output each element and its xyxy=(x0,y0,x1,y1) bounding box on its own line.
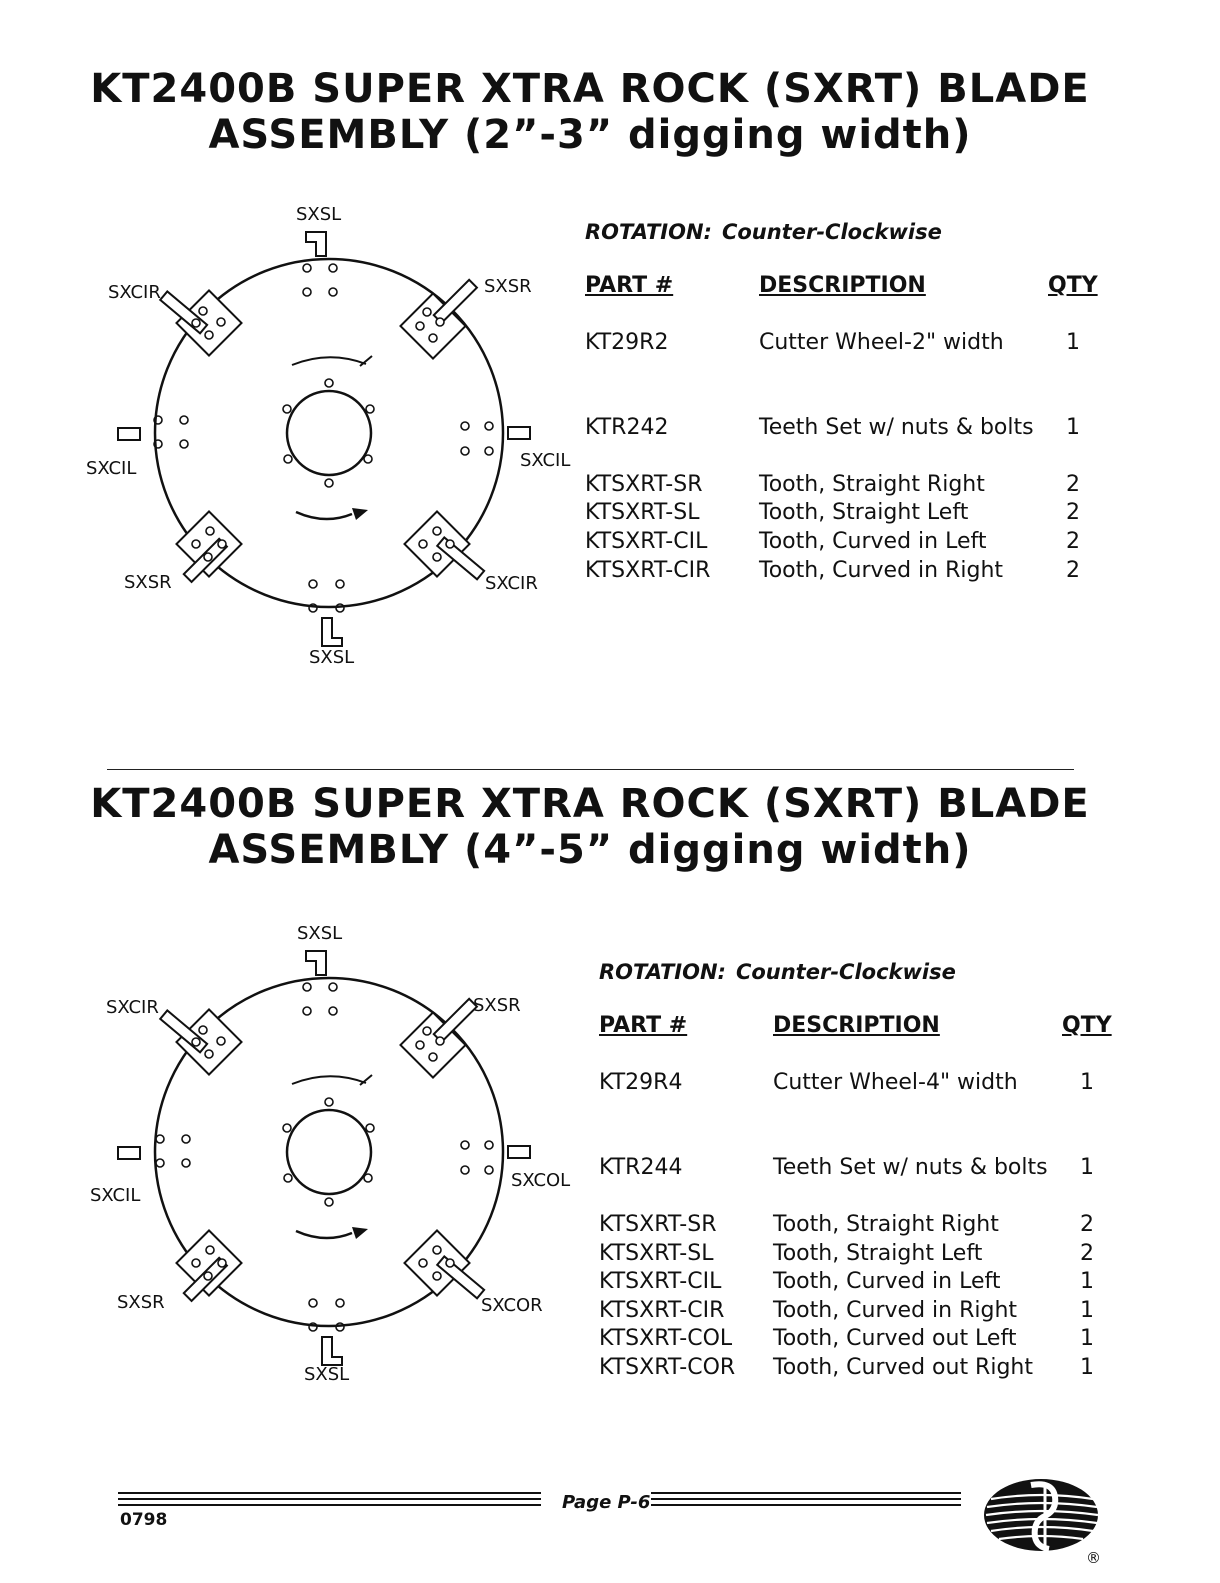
footer-rule-right-top xyxy=(651,1492,961,1494)
section2-label-top-left: SXCIR xyxy=(106,997,159,1018)
table-row-part: KTSXRT-SR xyxy=(585,472,703,497)
table-row-qty: 1 xyxy=(1080,1298,1094,1323)
section2-title: KT2400B SUPER XTRA ROCK (SXRT) BLADE ASS… xyxy=(0,781,1180,873)
section1-title: KT2400B SUPER XTRA ROCK (SXRT) BLADE ASS… xyxy=(0,66,1180,158)
footer-rule-left-bottom xyxy=(118,1504,541,1506)
table-row-description: Tooth, Curved in Right xyxy=(773,1298,1018,1323)
section2-label-right: SXCOL xyxy=(511,1170,570,1191)
table-row-part: KT29R4 xyxy=(599,1070,683,1095)
footer-rule-left-mid xyxy=(118,1498,541,1500)
table-row-qty: 1 xyxy=(1080,1269,1094,1294)
table-row-part: KTSXRT-CIR xyxy=(585,558,711,583)
section2-header-qty: QTY xyxy=(1062,1013,1112,1038)
page-number: Page P-6 xyxy=(562,1492,651,1513)
section2-rotation: ROTATION: Counter-Clockwise xyxy=(599,960,966,984)
table-row-part: KTSXRT-CIL xyxy=(599,1269,722,1294)
footer-rule-left-top xyxy=(118,1492,541,1494)
table-row-part: KTR244 xyxy=(599,1155,683,1180)
section2-blade-diagram: SXSL SXCIR SXSR SXCIL SXCOL SXSR SXCOR S… xyxy=(90,923,570,1385)
table-row-description: Tooth, Curved out Left xyxy=(773,1326,1017,1351)
company-logo-icon: ® xyxy=(984,1479,1101,1567)
section1-rotation-value: Counter-Clockwise xyxy=(721,220,942,244)
table-row-qty: 2 xyxy=(1080,1241,1094,1266)
section1-header-description: DESCRIPTION xyxy=(759,273,926,298)
table-row-part: KTSXRT-CIR xyxy=(599,1298,725,1323)
section2-label-left: SXCIL xyxy=(90,1185,140,1206)
section2-title-line2: ASSEMBLY (4”-5” digging width) xyxy=(208,827,972,873)
document-code: 0798 xyxy=(120,1510,168,1530)
table-row-qty: 2 xyxy=(1066,500,1080,525)
table-row-description: Tooth, Straight Right xyxy=(773,1212,999,1237)
table-row-qty: 1 xyxy=(1080,1070,1094,1095)
table-row-description: Cutter Wheel-2" width xyxy=(759,330,1004,355)
section1-rotation: ROTATION: Counter-Clockwise xyxy=(585,220,952,244)
section2-header-description: DESCRIPTION xyxy=(773,1013,940,1038)
table-row-description: Tooth, Straight Right xyxy=(759,472,985,497)
table-row-description: Tooth, Straight Left xyxy=(759,500,969,525)
table-row-description: Tooth, Straight Left xyxy=(773,1241,983,1266)
table-row-qty: 2 xyxy=(1066,472,1080,497)
table-row-part: KTSXRT-SL xyxy=(585,500,700,525)
registered-mark: ® xyxy=(1086,1549,1101,1567)
section2-title-line1: KT2400B SUPER XTRA ROCK (SXRT) BLADE xyxy=(90,781,1090,827)
table-row-qty: 1 xyxy=(1066,330,1080,355)
table-row-description: Cutter Wheel-4" width xyxy=(773,1070,1018,1095)
section2-label-bottom: SXSL xyxy=(304,1364,349,1385)
section1-header-qty: QTY xyxy=(1048,273,1098,298)
section1-label-left: SXCIL xyxy=(86,458,136,479)
section1-label-right: SXCIL xyxy=(520,450,570,471)
section1-label-top-right: SXSR xyxy=(484,276,532,297)
section2-label-bottom-left: SXSR xyxy=(117,1292,165,1313)
section1-blade-diagram: SXSL SXCIR SXSR SXCIL SXCIL SXSR SXCIR S… xyxy=(86,204,570,668)
table-row-qty: 2 xyxy=(1066,558,1080,583)
section1-title-line1: KT2400B SUPER XTRA ROCK (SXRT) BLADE xyxy=(90,66,1090,112)
section1-rotation-label: ROTATION: xyxy=(585,220,712,244)
table-row-description: Tooth, Curved in Left xyxy=(773,1269,1001,1294)
section2-rotation-value: Counter-Clockwise xyxy=(735,960,956,984)
table-row-description: Tooth, Curved in Right xyxy=(759,558,1004,583)
table-row-qty: 1 xyxy=(1080,1155,1094,1180)
section1-label-top-left: SXCIR xyxy=(108,282,161,303)
table-row-part: KTSXRT-COL xyxy=(599,1326,733,1351)
section2-rotation-label: ROTATION: xyxy=(599,960,726,984)
table-row-description: Tooth, Curved in Left xyxy=(759,529,987,554)
table-row-part: KTSXRT-SL xyxy=(599,1241,714,1266)
table-row-part: KT29R2 xyxy=(585,330,669,355)
section2-label-bottom-right: SXCOR xyxy=(481,1295,543,1316)
section2-label-top: SXSL xyxy=(297,923,342,944)
section1-label-bottom: SXSL xyxy=(309,647,354,668)
table-row-part: KTSXRT-COR xyxy=(599,1355,736,1380)
footer-rule-right-mid xyxy=(651,1498,961,1500)
section1-label-bottom-left: SXSR xyxy=(124,572,172,593)
table-row-qty: 2 xyxy=(1066,529,1080,554)
section1-header-part: PART # xyxy=(585,273,674,298)
section1-label-bottom-right: SXCIR xyxy=(485,573,538,594)
section1-title-line2: ASSEMBLY (2”-3” digging width) xyxy=(208,112,972,158)
table-row-qty: 1 xyxy=(1080,1326,1094,1351)
table-row-part: KTSXRT-SR xyxy=(599,1212,717,1237)
section-divider xyxy=(107,769,1074,770)
section1-label-top: SXSL xyxy=(296,204,341,225)
table-row-part: KTR242 xyxy=(585,415,669,440)
table-row-qty: 1 xyxy=(1080,1355,1094,1380)
section2-header-part: PART # xyxy=(599,1013,688,1038)
section2-label-top-right: SXSR xyxy=(473,995,521,1016)
table-row-description: Tooth, Curved out Right xyxy=(773,1355,1033,1380)
footer-rule-right-bottom xyxy=(651,1504,961,1506)
table-row-qty: 1 xyxy=(1066,415,1080,440)
table-row-description: Teeth Set w/ nuts & bolts xyxy=(759,415,1034,440)
table-row-description: Teeth Set w/ nuts & bolts xyxy=(773,1155,1048,1180)
table-row-part: KTSXRT-CIL xyxy=(585,529,708,554)
table-row-qty: 2 xyxy=(1080,1212,1094,1237)
